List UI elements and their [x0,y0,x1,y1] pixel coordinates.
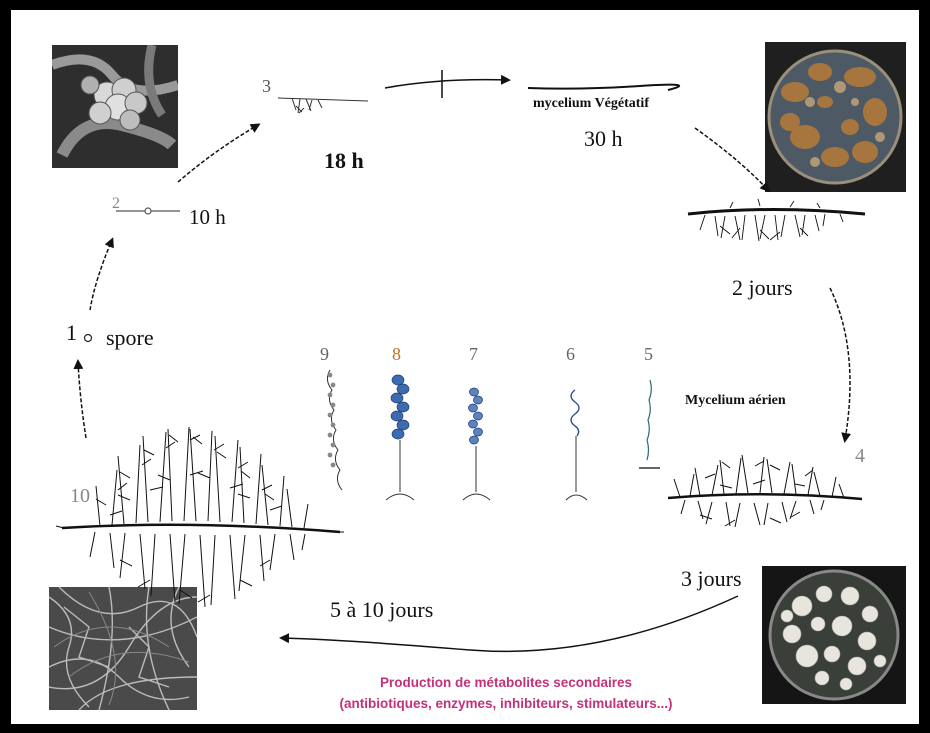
aerial-mycelium-colony [668,455,862,527]
time-10h: 10 h [189,205,226,230]
stage-number-6: 6 [566,344,575,365]
chain-9 [327,370,342,490]
vegetative-mycelium-label: mycelium Végétatif [533,96,649,112]
stage-number-8: 8 [392,344,401,365]
spore-label: spore [106,325,154,351]
arrow-2-to-3 [178,125,258,182]
chain-7 [463,388,490,500]
sporulating-colony [56,427,344,607]
germ-tube [116,208,180,214]
stage-number-9: 9 [320,344,329,365]
two-day-mycelium [688,199,865,241]
arrow-10-to-1 [78,362,86,438]
time-2-jours: 2 jours [732,275,793,301]
spore-circle [85,335,92,342]
arrow-1-to-2 [90,240,112,310]
chain-6 [566,390,587,500]
vegetative-mycelium [528,85,679,90]
time-3-jours: 3 jours [681,566,742,592]
young-mycelium [278,98,368,113]
stage-number-5: 5 [644,344,653,365]
arrow-2days-to-4 [830,288,850,440]
time-30h: 30 h [584,126,623,152]
secondary-metabolites-line-1: Production de métabolites secondaires [276,672,736,693]
chain-8 [386,375,414,500]
stage-number-3: 3 [262,76,271,97]
time-18h: 18 h [324,148,364,174]
time-5-a-10-jours: 5 à 10 jours [330,597,433,623]
stage-number-1: 1 [66,320,77,346]
aerial-mycelium-label: Mycelium aérien [685,393,786,409]
stage-number-2: 2 [112,195,120,213]
arrow-3-to-veg [385,80,508,88]
stage-number-7: 7 [469,344,478,365]
stage-number-4: 4 [855,445,865,468]
arrow-veg-to-2days [695,128,768,190]
secondary-metabolites-line-2: (antibiotiques, enzymes, inhibiteurs, st… [276,693,736,714]
secondary-metabolites-caption: Production de métabolites secondaires (a… [276,672,736,714]
stage-number-10: 10 [70,485,90,508]
chain-5 [639,380,660,468]
